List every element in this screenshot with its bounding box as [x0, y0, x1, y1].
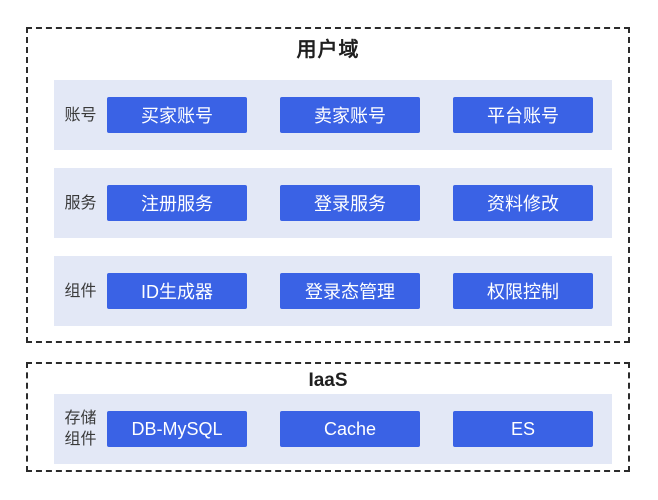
- node-profile-edit: 资料修改: [453, 185, 593, 221]
- node-buyer-account: 买家账号: [107, 97, 247, 133]
- node-login-service: 登录服务: [280, 185, 420, 221]
- row-services: 服务 注册服务 登录服务 资料修改: [54, 168, 612, 238]
- node-register-service: 注册服务: [107, 185, 247, 221]
- user-domain-title: 用户域: [296, 39, 360, 61]
- node-id-generator: ID生成器: [107, 273, 247, 309]
- node-db-mysql: DB-MySQL: [107, 411, 247, 447]
- row-storage-components: 存储组件 DB-MySQL Cache ES: [54, 394, 612, 464]
- row-accounts: 账号 买家账号 卖家账号 平台账号: [54, 80, 612, 150]
- node-es: ES: [453, 411, 593, 447]
- row-label-storage: 存储组件: [54, 408, 107, 450]
- row-components: 组件 ID生成器 登录态管理 权限控制: [54, 256, 612, 326]
- node-permission-control: 权限控制: [453, 273, 593, 309]
- iaas-title: IaaS: [308, 370, 348, 391]
- node-cache: Cache: [280, 411, 420, 447]
- section-user-domain: 用户域 账号 买家账号 卖家账号 平台账号 服务 注册服务 登录服务 资料修改 …: [26, 27, 630, 343]
- node-seller-account: 卖家账号: [280, 97, 420, 133]
- row-label-accounts: 账号: [64, 106, 97, 124]
- node-login-state-management: 登录态管理: [280, 273, 420, 309]
- node-platform-account: 平台账号: [453, 97, 593, 133]
- row-label-components: 组件: [64, 282, 97, 300]
- section-iaas: IaaS 存储组件 DB-MySQL Cache ES: [26, 362, 630, 472]
- row-label-services: 服务: [64, 194, 97, 212]
- row-label-storage-text: 存储组件: [64, 410, 97, 448]
